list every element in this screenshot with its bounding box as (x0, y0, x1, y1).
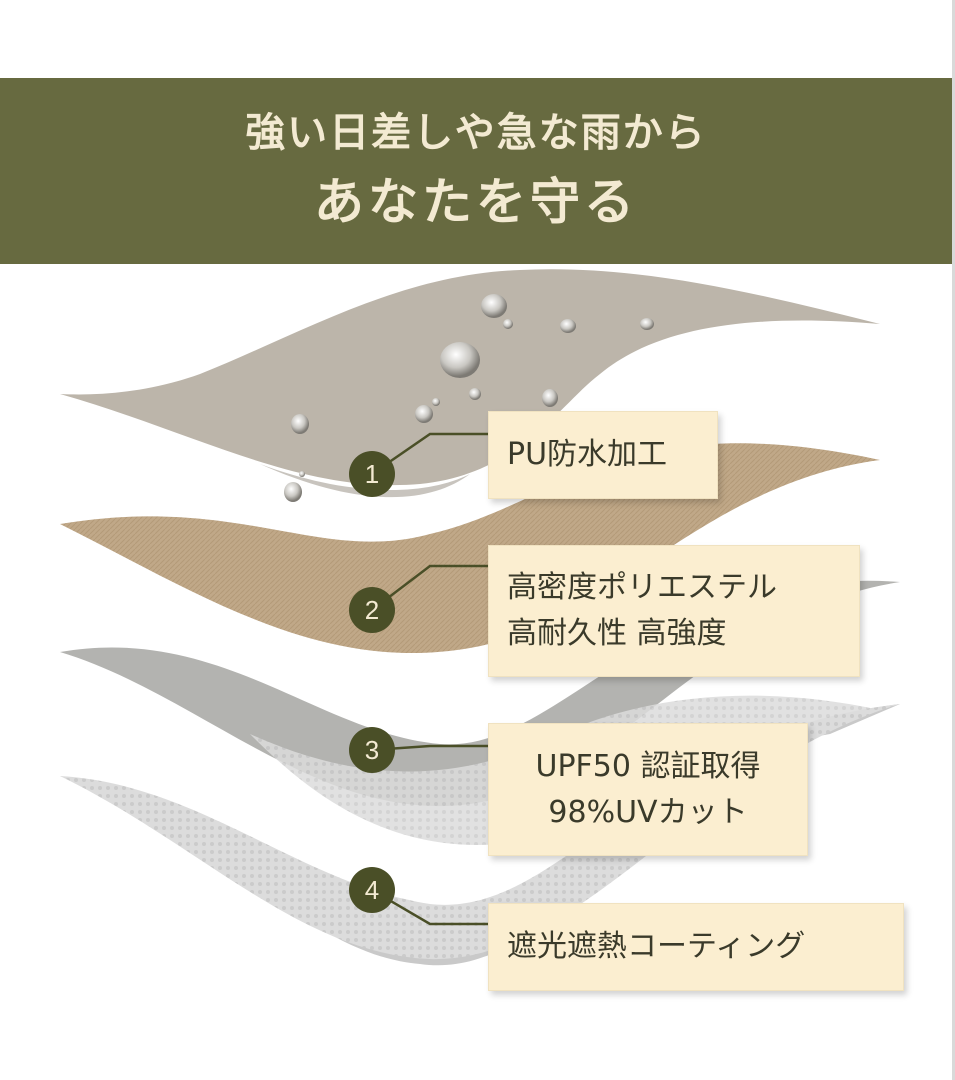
leader-lines (371, 432, 490, 926)
layer-1-label: PU防水加工 (507, 437, 668, 472)
layer-4-number-badge: 4 (349, 867, 395, 913)
title-line-1: 強い日差しや急な雨から (245, 110, 707, 156)
layer-1-fabric (60, 269, 880, 486)
layer-3-number-badge: 3 (349, 727, 395, 773)
title-line-2: あなたを守る (314, 173, 638, 231)
title-banner: 強い日差しや急な雨から あなたを守る (0, 78, 952, 264)
layer-2-label-line-2: 高耐久性 高強度 (507, 616, 727, 651)
layer-2-callout: 高密度ポリエステル 高耐久性 高強度 (488, 545, 860, 677)
layer-2-label-line-1: 高密度ポリエステル (507, 570, 777, 605)
layer-4-mesh (60, 704, 900, 960)
leader-line-2 (371, 564, 490, 611)
layer-4-callout: 遮光遮熱コーティング (488, 903, 904, 991)
layer-1-callout: PU防水加工 (488, 411, 718, 499)
layer-2-number-badge: 2 (349, 587, 395, 633)
layer-1-shadow (260, 464, 470, 498)
layer-3-callout: UPF50 認証取得 98%UVカット (488, 723, 808, 856)
layer-3-label-line-2: 98%UVカット (548, 794, 748, 830)
layer-3-label-line-1: UPF50 認証取得 (535, 748, 761, 784)
layer-4-label: 遮光遮熱コーティング (507, 929, 806, 964)
water-droplets (284, 294, 654, 502)
layer-1-number-badge: 1 (349, 451, 395, 497)
edge-border (952, 0, 955, 1080)
